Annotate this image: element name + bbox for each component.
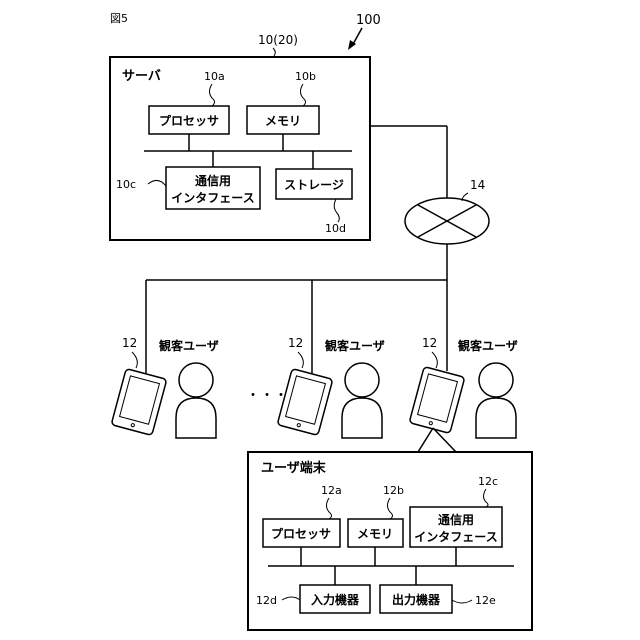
server-title: サーバ bbox=[122, 69, 161, 84]
system-ref: 100 bbox=[356, 13, 381, 28]
terminal-3-tablet-icon bbox=[409, 367, 465, 434]
ut-output-label: 出力機器 bbox=[392, 592, 441, 607]
terminals-ellipsis: ・・・ bbox=[246, 388, 288, 404]
server-storage-ref: 10d bbox=[325, 222, 346, 235]
server-processor-label: プロセッサ bbox=[159, 113, 219, 128]
ut-comm-label-1: 通信用 bbox=[438, 512, 474, 527]
ut-memory-label: メモリ bbox=[357, 527, 393, 541]
terminal-2-ref: 12 bbox=[288, 336, 303, 350]
network-ref: 14 bbox=[470, 178, 485, 192]
terminal-2-ref-leader bbox=[298, 352, 303, 368]
callout-left bbox=[418, 428, 433, 452]
server-comm-label-1: 通信用 bbox=[195, 173, 231, 188]
user-terminal-title: ユーザ端末 bbox=[261, 460, 327, 476]
server-memory-label: メモリ bbox=[265, 114, 301, 128]
audience-user-2-icon bbox=[342, 363, 382, 438]
server-comm-ref: 10c bbox=[116, 178, 136, 191]
ut-comm-ref: 12c bbox=[478, 475, 498, 488]
server-ref: 10(20) bbox=[258, 33, 298, 47]
ut-processor-ref: 12a bbox=[321, 484, 342, 497]
terminal-3-user-label: 観客ユーザ bbox=[458, 338, 518, 353]
audience-user-3-icon bbox=[476, 363, 516, 438]
server-box bbox=[110, 57, 370, 240]
network-icon bbox=[405, 198, 489, 244]
server-storage-label: ストレージ bbox=[284, 178, 344, 192]
ut-output-ref: 12e bbox=[475, 594, 496, 607]
terminal-1-user-label: 観客ユーザ bbox=[159, 338, 219, 353]
audience-user-1-icon bbox=[176, 363, 216, 438]
figure-label: 図5 bbox=[110, 12, 128, 25]
ut-input-ref: 12d bbox=[256, 594, 277, 607]
terminal-2-user-label: 観客ユーザ bbox=[325, 338, 385, 353]
terminal-1-ref-leader bbox=[132, 352, 137, 368]
ut-input-label: 入力機器 bbox=[311, 592, 360, 607]
server-comm-label-2: インタフェース bbox=[171, 191, 254, 205]
terminal-3-ref-leader bbox=[432, 352, 437, 368]
server-processor-ref: 10a bbox=[204, 70, 225, 83]
terminal-3-ref: 12 bbox=[422, 336, 437, 350]
server-memory-ref: 10b bbox=[295, 70, 316, 83]
ut-comm-label-2: インタフェース bbox=[414, 530, 497, 544]
terminal-1-tablet-icon bbox=[111, 369, 167, 436]
terminal-1-ref: 12 bbox=[122, 336, 137, 350]
ut-processor-label: プロセッサ bbox=[271, 526, 331, 541]
server-ref-leader bbox=[273, 48, 275, 56]
ut-memory-ref: 12b bbox=[383, 484, 404, 497]
